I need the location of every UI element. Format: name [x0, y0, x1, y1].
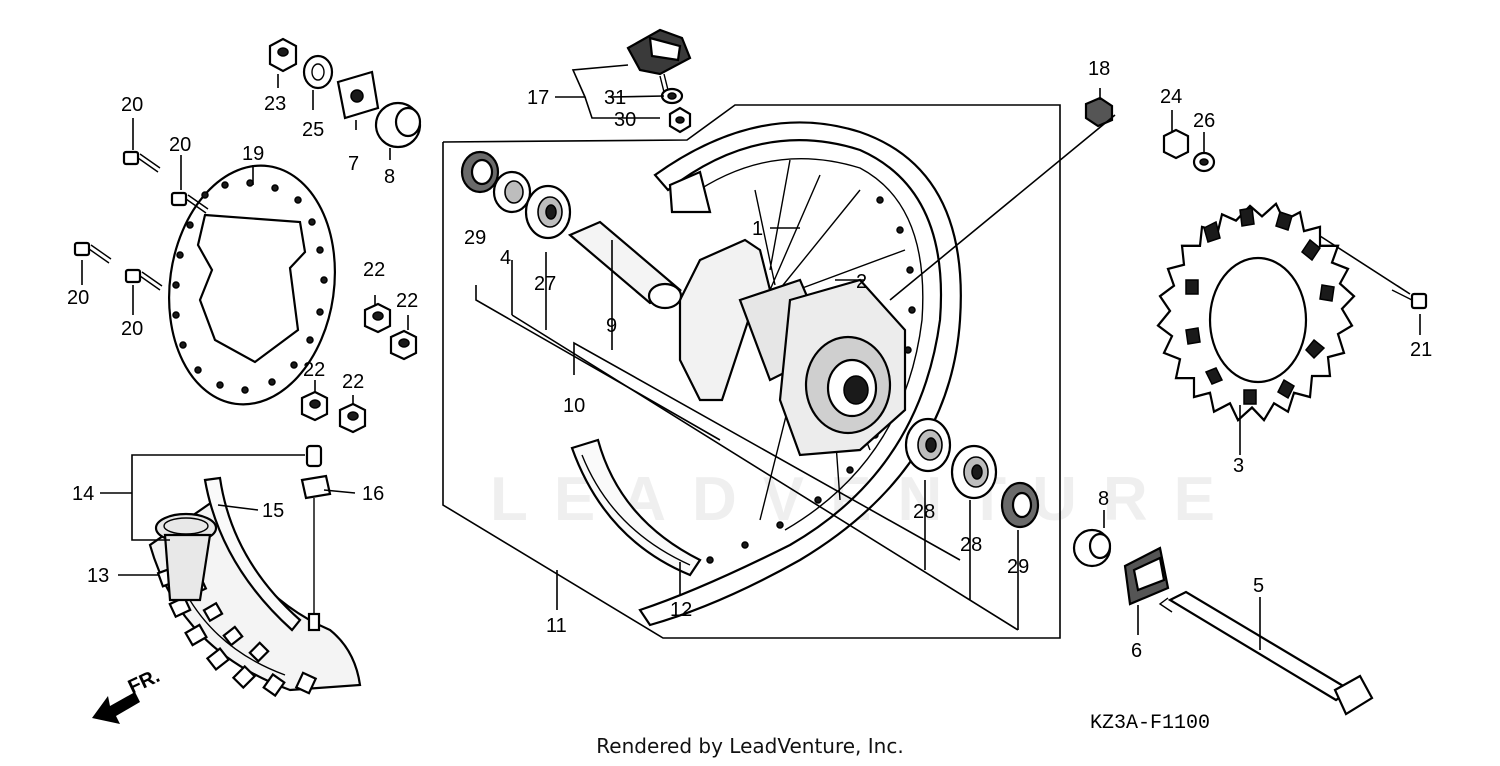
- rim-lock-nut[interactable]: [668, 106, 692, 134]
- disc-bolt-b[interactable]: [170, 191, 209, 214]
- spoke-nipple[interactable]: [1084, 96, 1114, 128]
- callout-17[interactable]: 17: [527, 87, 549, 109]
- callout-labels: 1 2 3 4 5 6 7 8 8 9 10 11 12 13 14 15 16…: [67, 58, 1432, 662]
- callout-28-b[interactable]: 28: [960, 534, 982, 556]
- side-collar-right[interactable]: [1072, 528, 1112, 568]
- front-direction-label: FR.: [125, 665, 163, 699]
- callout-26[interactable]: 26: [1193, 110, 1215, 132]
- hub-nut-a[interactable]: [363, 302, 392, 334]
- bearing-left[interactable]: [524, 184, 572, 240]
- brake-disc[interactable]: [154, 155, 350, 415]
- callout-22-c[interactable]: 22: [303, 359, 325, 381]
- side-collar-left[interactable]: [374, 101, 422, 149]
- hub-nut-b[interactable]: [389, 329, 418, 361]
- callout-20-d[interactable]: 20: [121, 318, 143, 340]
- callout-29-left[interactable]: 29: [464, 227, 486, 249]
- bearing-right-a[interactable]: [904, 417, 952, 473]
- callout-1[interactable]: 1: [752, 218, 763, 240]
- callout-2[interactable]: 2: [856, 271, 867, 293]
- callout-20-a[interactable]: 20: [121, 94, 143, 116]
- callout-19[interactable]: 19: [242, 143, 264, 165]
- callout-22-b[interactable]: 22: [396, 290, 418, 312]
- rear-axle[interactable]: [1158, 590, 1374, 716]
- axle-nut[interactable]: [268, 37, 298, 73]
- callout-11[interactable]: 11: [546, 615, 567, 637]
- tube[interactable]: [154, 512, 218, 602]
- disc-bolt-c[interactable]: [73, 241, 112, 264]
- callout-16[interactable]: 16: [362, 483, 384, 505]
- callout-8-left[interactable]: 8: [384, 166, 395, 188]
- tube-valve-nut[interactable]: [300, 444, 332, 632]
- callout-9[interactable]: 9: [606, 315, 617, 337]
- sprocket-washer[interactable]: [1192, 151, 1216, 173]
- rim-lock[interactable]: [626, 28, 692, 93]
- callout-24[interactable]: 24: [1160, 86, 1182, 108]
- front-direction-arrow: FR.: [92, 665, 163, 724]
- callout-22-d[interactable]: 22: [342, 371, 364, 393]
- callout-20-c[interactable]: 20: [67, 287, 89, 309]
- axle-washer[interactable]: [302, 54, 334, 90]
- callout-18[interactable]: 18: [1088, 58, 1110, 80]
- disc-bolt-d[interactable]: [124, 268, 163, 291]
- diagram-code: KZ3A-F1100: [1090, 712, 1210, 735]
- callout-29-right[interactable]: 29: [1007, 556, 1029, 578]
- callout-8-right[interactable]: 8: [1098, 488, 1109, 510]
- bearing-right-b[interactable]: [950, 444, 998, 500]
- callout-31[interactable]: 31: [604, 87, 626, 109]
- callout-22-a[interactable]: 22: [363, 259, 385, 281]
- dust-seal-right[interactable]: [1000, 481, 1040, 529]
- callout-23[interactable]: 23: [264, 93, 286, 115]
- hub-nut-c[interactable]: [300, 390, 329, 422]
- callout-13[interactable]: 13: [87, 565, 109, 587]
- callout-5[interactable]: 5: [1253, 575, 1264, 597]
- callout-15[interactable]: 15: [262, 500, 284, 522]
- chain-adjuster-left[interactable]: [336, 70, 380, 120]
- rim-lock-washer[interactable]: [660, 87, 684, 105]
- sprocket-nut[interactable]: [1162, 128, 1190, 160]
- disc-bolt-a[interactable]: [122, 150, 161, 173]
- callout-10[interactable]: 10: [563, 395, 585, 417]
- callout-25[interactable]: 25: [302, 119, 324, 141]
- dust-seal-left-inner[interactable]: [492, 170, 532, 214]
- sprocket-bolt[interactable]: [1391, 289, 1428, 310]
- callout-3[interactable]: 3: [1233, 455, 1244, 477]
- callout-27[interactable]: 27: [534, 273, 556, 295]
- callout-4[interactable]: 4: [500, 247, 511, 269]
- callout-14[interactable]: 14: [72, 483, 94, 505]
- callout-30[interactable]: 30: [614, 109, 636, 131]
- rim-band-large[interactable]: [570, 438, 702, 577]
- callout-7[interactable]: 7: [348, 153, 359, 175]
- rim-band[interactable]: [203, 476, 302, 632]
- callout-6[interactable]: 6: [1131, 640, 1142, 662]
- rear-hub[interactable]: [678, 238, 907, 457]
- driven-sprocket[interactable]: [1156, 201, 1356, 422]
- render-credit: Rendered by LeadVenture, Inc.: [596, 734, 904, 758]
- callout-21[interactable]: 21: [1410, 339, 1432, 361]
- chain-adjuster-right[interactable]: [1123, 546, 1170, 606]
- hub-nut-d[interactable]: [338, 402, 367, 434]
- leader-lines: [81, 64, 1421, 650]
- callout-12[interactable]: 12: [670, 599, 692, 621]
- callout-20-b[interactable]: 20: [169, 134, 191, 156]
- dust-seal-left[interactable]: [460, 150, 500, 194]
- callout-28-a[interactable]: 28: [913, 501, 935, 523]
- distance-collar[interactable]: [567, 220, 683, 310]
